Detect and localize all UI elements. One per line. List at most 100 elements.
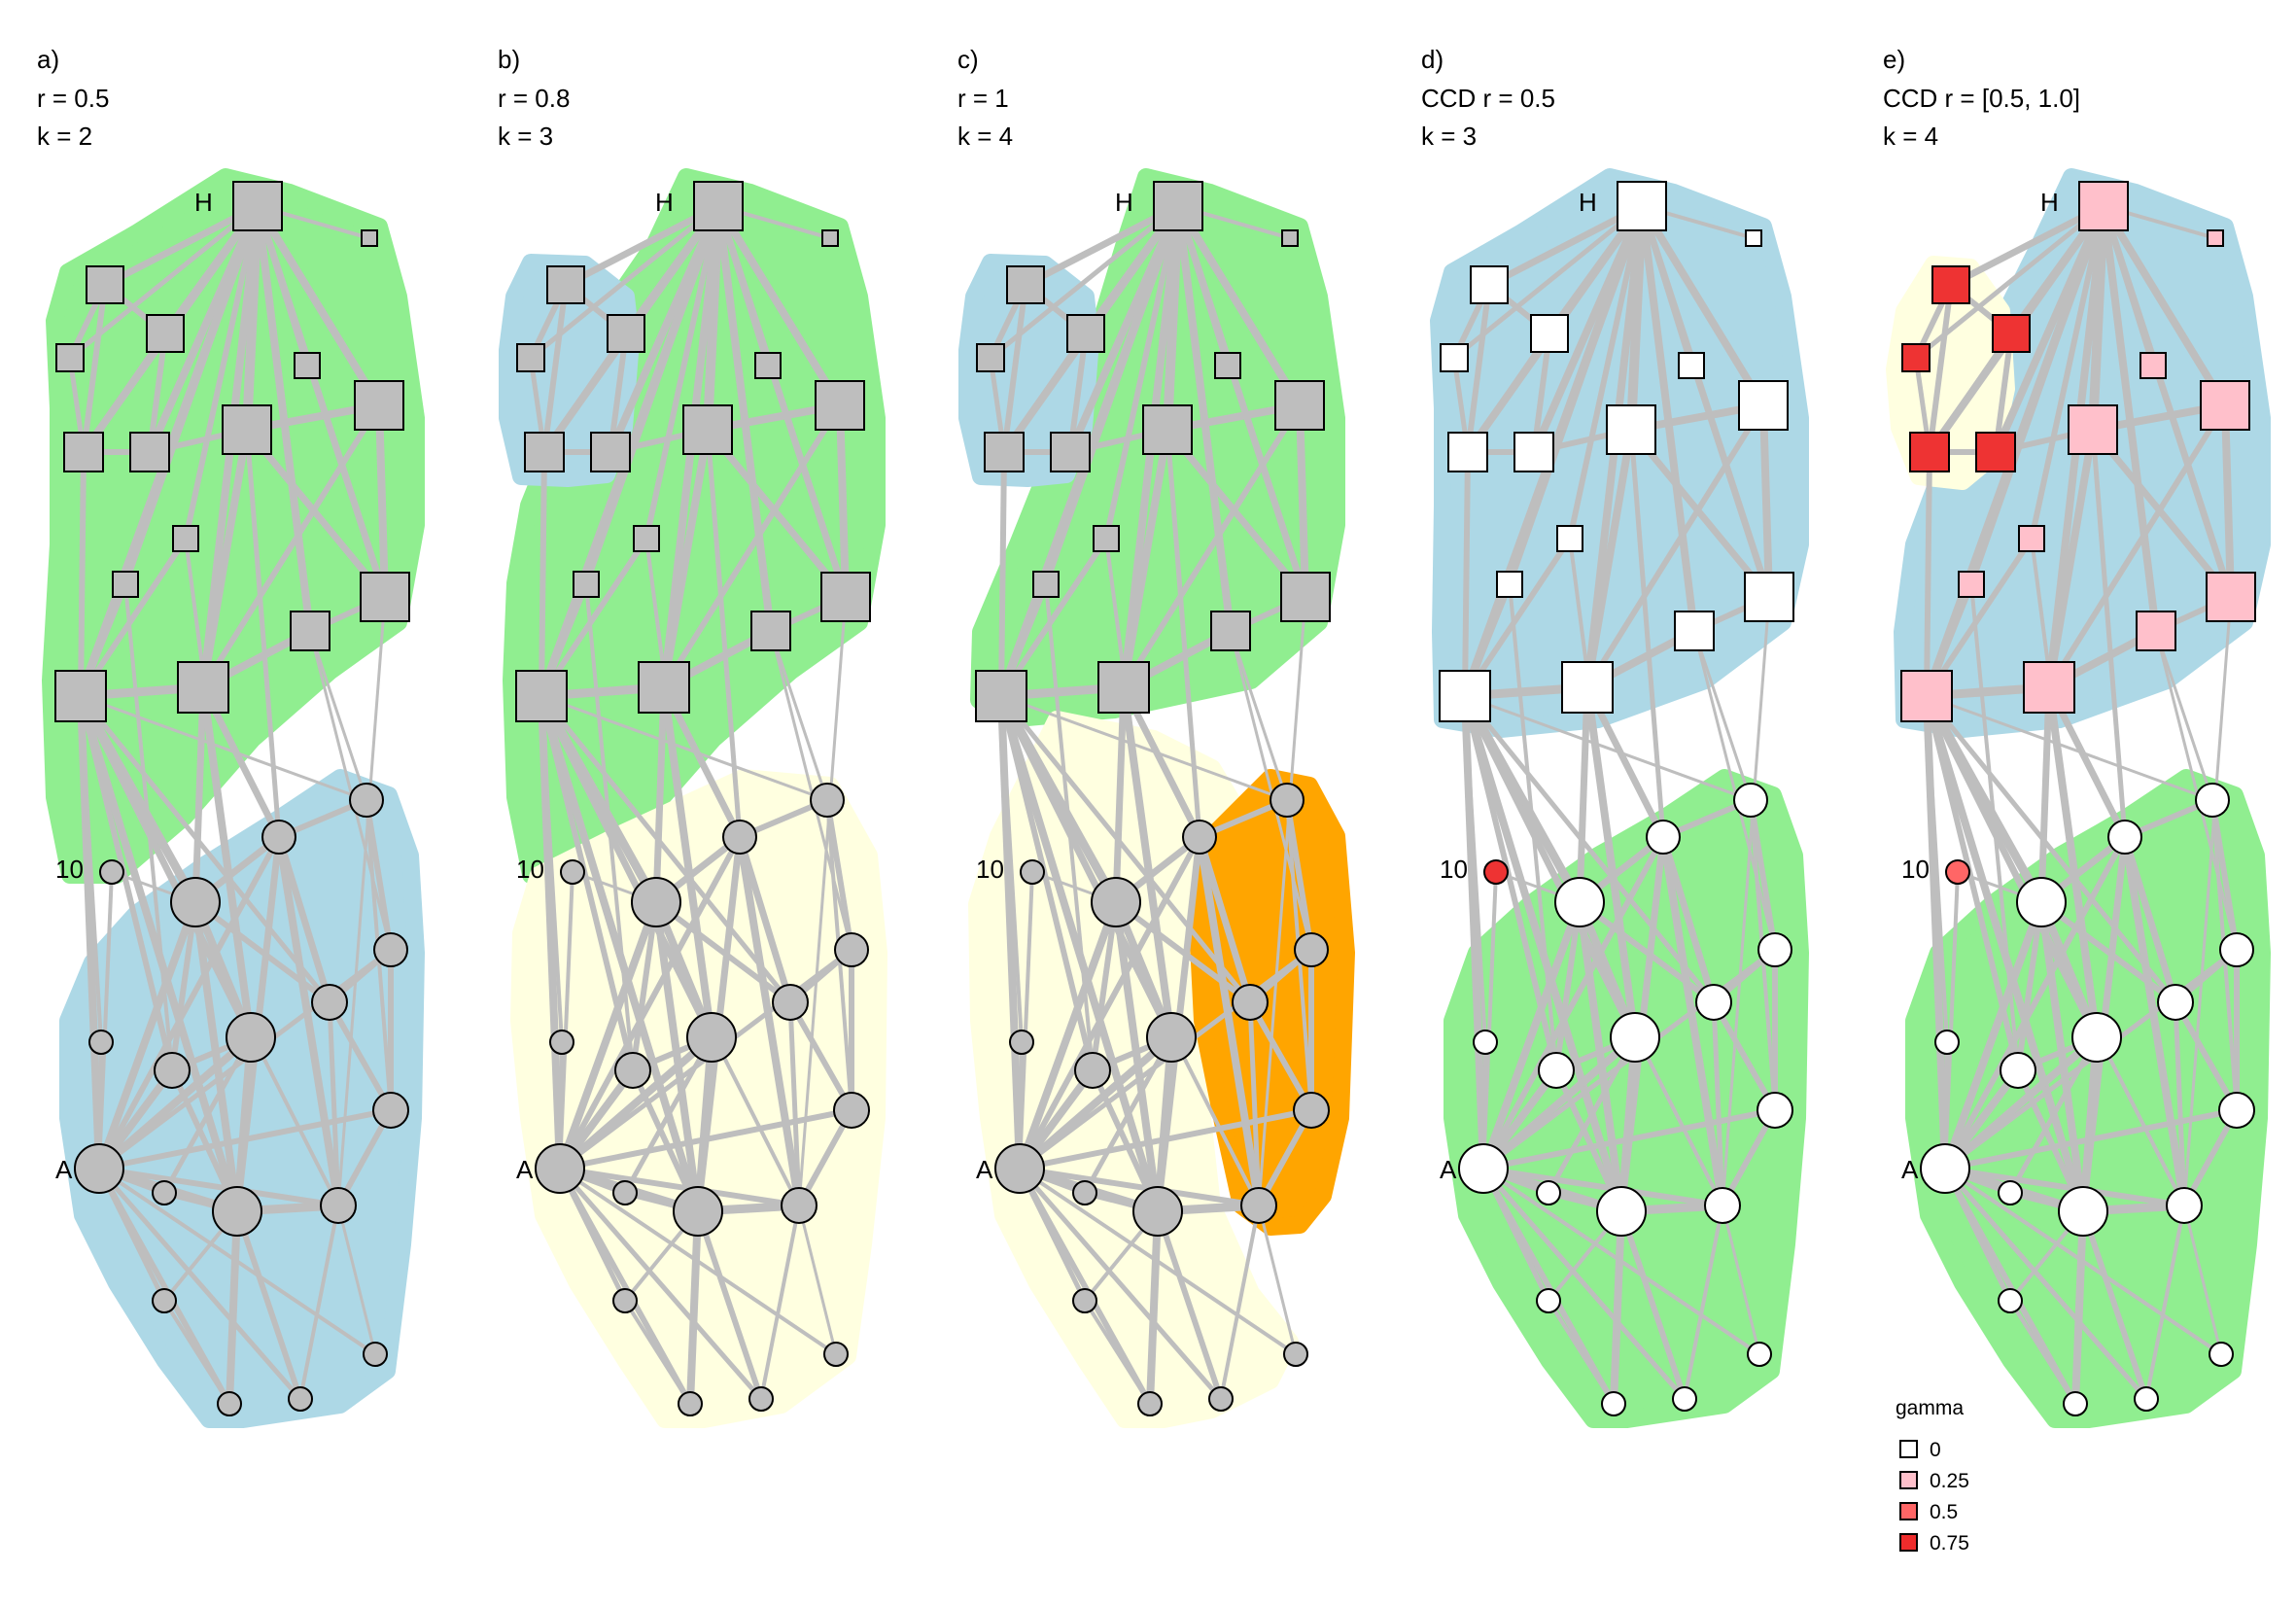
square-node xyxy=(129,432,170,472)
panel-e-letter: e) xyxy=(1883,45,1905,74)
square-node xyxy=(2023,661,2075,714)
panel-e-network: H 10 A xyxy=(1886,168,2271,1428)
panel-a-letter: a) xyxy=(37,45,59,74)
network-edge xyxy=(1016,898,1120,1172)
network-edge xyxy=(1174,202,1304,409)
panel-d-node-label-h: H xyxy=(1579,188,1597,217)
legend-label-1: 0.25 xyxy=(1930,1470,1969,1492)
panel-b-node-label-10: 10 xyxy=(516,855,544,884)
network-edge xyxy=(191,898,241,1215)
square-node xyxy=(2068,404,2118,455)
network-edge xyxy=(1942,1166,2187,1208)
square-node xyxy=(750,611,791,651)
network-edge xyxy=(1120,426,1171,691)
panel-e-node-label-a: A xyxy=(1901,1155,1919,1184)
network-edge xyxy=(1942,834,2128,1171)
circle-node xyxy=(823,1342,849,1367)
network-edge xyxy=(79,694,103,1044)
network-edge xyxy=(797,595,848,1207)
network-edge xyxy=(695,1208,764,1402)
network-edge xyxy=(769,629,853,952)
network-edge xyxy=(1547,1299,1616,1406)
circle-node xyxy=(1536,1288,1561,1313)
network-edge xyxy=(1165,427,1202,840)
network-edge xyxy=(557,1166,764,1402)
square-node xyxy=(1556,525,1583,552)
network-edge xyxy=(1463,694,1724,1207)
circle-node xyxy=(1610,1012,1660,1063)
network-edge xyxy=(539,694,564,1044)
network-edge xyxy=(2046,402,2228,690)
network-edge xyxy=(2089,426,2235,601)
square-node xyxy=(1738,380,1789,431)
panel-a-r: r = 0.5 xyxy=(37,84,109,113)
network-edge xyxy=(998,693,1253,1005)
circle-node xyxy=(833,1092,870,1129)
square-node xyxy=(633,525,660,552)
network-edge xyxy=(1155,1208,1224,1402)
circle-node xyxy=(74,1143,124,1194)
circle-node xyxy=(99,859,124,885)
network-edge xyxy=(2173,999,2240,1113)
network-edge xyxy=(1627,426,1773,601)
circle-node xyxy=(535,1143,585,1194)
square-node xyxy=(63,432,104,472)
square-node xyxy=(2206,572,2256,622)
panel-headers: a) r = 0.5 k = 2 b) r = 0.8 k = 3 c) r =… xyxy=(37,45,2080,151)
network-edge xyxy=(2007,1034,2100,1196)
network-edge xyxy=(1567,203,1645,541)
circle-node xyxy=(2058,1186,2108,1237)
network-edge xyxy=(375,402,389,601)
network-edge xyxy=(1584,402,1766,690)
panel-b-header: b) r = 0.8 k = 3 xyxy=(498,45,570,151)
circle-node xyxy=(1458,1143,1509,1194)
circle-node xyxy=(1747,1342,1772,1367)
network-edge xyxy=(169,899,198,1073)
network-edge xyxy=(1296,402,1309,601)
square-node xyxy=(172,525,199,552)
square-node xyxy=(524,432,565,472)
network-edge xyxy=(308,629,393,952)
network-edge xyxy=(787,999,802,1208)
network-edge xyxy=(1943,870,1960,1170)
network-edge xyxy=(558,870,574,1170)
network-edge xyxy=(1638,202,1773,601)
network-edge xyxy=(1247,999,1262,1208)
square-node xyxy=(1281,229,1299,247)
circle-node xyxy=(2157,984,2194,1021)
network-edge xyxy=(1465,282,1492,455)
panel-b-nodes xyxy=(515,181,871,1416)
circle-node xyxy=(1009,1030,1034,1055)
network-edge xyxy=(2029,203,2106,541)
network-edge xyxy=(2100,202,2229,409)
circle-node xyxy=(373,932,408,967)
network-edge xyxy=(999,694,1024,1044)
circle-node xyxy=(372,1092,409,1129)
circle-node xyxy=(152,1288,177,1313)
network-edge xyxy=(1017,1166,1153,1407)
network-edge xyxy=(1638,202,1767,409)
panel-d-letter: d) xyxy=(1421,45,1444,74)
network-edge xyxy=(244,427,282,840)
network-edge xyxy=(254,202,314,635)
network-edge xyxy=(539,693,793,1005)
legend-swatch-3 xyxy=(1899,1533,1918,1552)
panel-e-header: e) CCD r = [0.5, 1.0] k = 4 xyxy=(1883,45,2080,151)
network-edge xyxy=(1017,1166,1224,1402)
square-node xyxy=(222,404,272,455)
network-edge xyxy=(1924,693,2178,1005)
network-edge xyxy=(234,1208,303,1402)
square-node xyxy=(2018,525,2045,552)
circle-node xyxy=(212,1186,262,1237)
circle-node xyxy=(1473,1030,1498,1055)
square-node xyxy=(1674,611,1715,651)
circle-node xyxy=(1998,1180,2023,1205)
network-edge xyxy=(1121,402,1303,690)
network-edge xyxy=(1480,834,1666,1171)
square-node xyxy=(1097,661,1150,714)
circle-node xyxy=(1072,1180,1097,1205)
network-edge xyxy=(2154,629,2239,952)
panel-c-network: H 10 A xyxy=(958,168,1355,1428)
network-edge xyxy=(2221,402,2235,601)
circle-node xyxy=(1757,1092,1793,1129)
